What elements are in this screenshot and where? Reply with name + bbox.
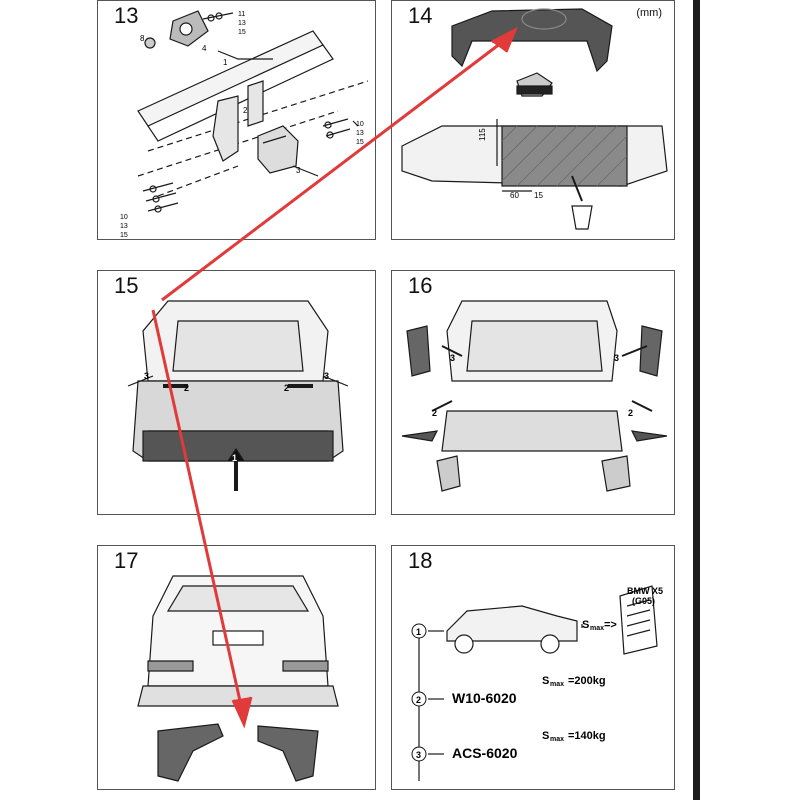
load-rating-diagram: 1 2 3 BMW X5 (G05) S max => W10-6020 S m… (411, 585, 663, 781)
option-step: 2 (416, 695, 421, 705)
smax-sub: max (550, 681, 564, 688)
part-label: 8 (140, 34, 145, 43)
panel-number: 16 (408, 273, 433, 298)
step-label: 2 (432, 408, 437, 418)
step-label: 3 (450, 353, 455, 363)
step-label: 3 (144, 371, 149, 381)
panel-number: 15 (114, 273, 139, 298)
product-code: W10-6020 (452, 690, 517, 706)
callout-top: 15 (238, 29, 246, 36)
annotation-arrowhead (231, 696, 253, 729)
option-step: 1 (416, 627, 421, 637)
vehicle-gen: (G05) (632, 596, 655, 606)
panel-number: 13 (114, 3, 139, 28)
vehicle-model: BMW X5 (627, 586, 663, 596)
dim-offset: 15 (534, 191, 543, 200)
rear-car-drawing (137, 575, 339, 782)
step-label: 2 (184, 383, 189, 393)
annotation-arrow-up (161, 38, 506, 302)
option-step: 3 (416, 750, 421, 760)
callout-top: 13 (238, 20, 246, 27)
smax-sub: max (590, 625, 604, 632)
panel-number: 18 (408, 548, 433, 573)
dim-height: 115 (478, 128, 487, 141)
part-label: 4 (202, 44, 207, 53)
callout-left: 10 (120, 214, 128, 221)
callout-right: 13 (356, 130, 364, 137)
step-label: 2 (284, 383, 289, 393)
trim-removal-drawing: 3 3 2 2 (401, 300, 668, 492)
step-label: 3 (614, 353, 619, 363)
panel-15: 15 1 2 2 3 3 (97, 270, 376, 515)
load-rating: =200kg (568, 675, 606, 687)
smax-symbol: S (542, 675, 549, 687)
rear-bumper-removal-drawing: 1 2 2 3 3 (127, 300, 349, 491)
part-label: 1 (223, 58, 228, 67)
dim-width: 60 (510, 191, 519, 200)
bumper-cut-drawing: 115 60 15 (401, 8, 668, 230)
unit-label: (mm) (636, 7, 662, 19)
step-label: 1 (232, 453, 237, 463)
panel-17: 17 (97, 545, 376, 790)
annotation-arrowhead (491, 26, 518, 53)
smax-sub: max (550, 736, 564, 743)
load-rating: =140kg (568, 730, 606, 742)
panel-14: 14 (mm) 115 60 15 (391, 0, 675, 240)
smax-symbol: S (582, 619, 589, 631)
panel-18: 18 1 2 3 BMW X5 (G05) S max (391, 545, 675, 790)
product-code: ACS-6020 (452, 745, 518, 761)
callout-right: 15 (356, 139, 364, 146)
part-label: 3 (296, 166, 301, 175)
panel-number: 14 (408, 3, 433, 28)
panel-16: 16 3 3 2 2 (391, 270, 675, 515)
step-label: 2 (628, 408, 633, 418)
step-label: 3 (324, 371, 329, 381)
callout-left: 13 (120, 223, 128, 230)
callout-right: 10 (356, 121, 364, 128)
smax-symbol: S (542, 730, 549, 742)
page-edge-bar (693, 0, 700, 800)
callout-top: 11 (238, 11, 245, 18)
callout-left: 15 (120, 232, 128, 239)
panel-13: 13 (97, 0, 376, 240)
panel-number: 17 (114, 548, 139, 573)
part-label: 2 (243, 106, 248, 115)
annotation-arrow-down (151, 309, 244, 711)
tow-bar-assembly-drawing: 8 4 1 2 3 11 13 15 10 13 15 10 13 15 (120, 10, 369, 239)
arrow-text: => (604, 619, 617, 631)
